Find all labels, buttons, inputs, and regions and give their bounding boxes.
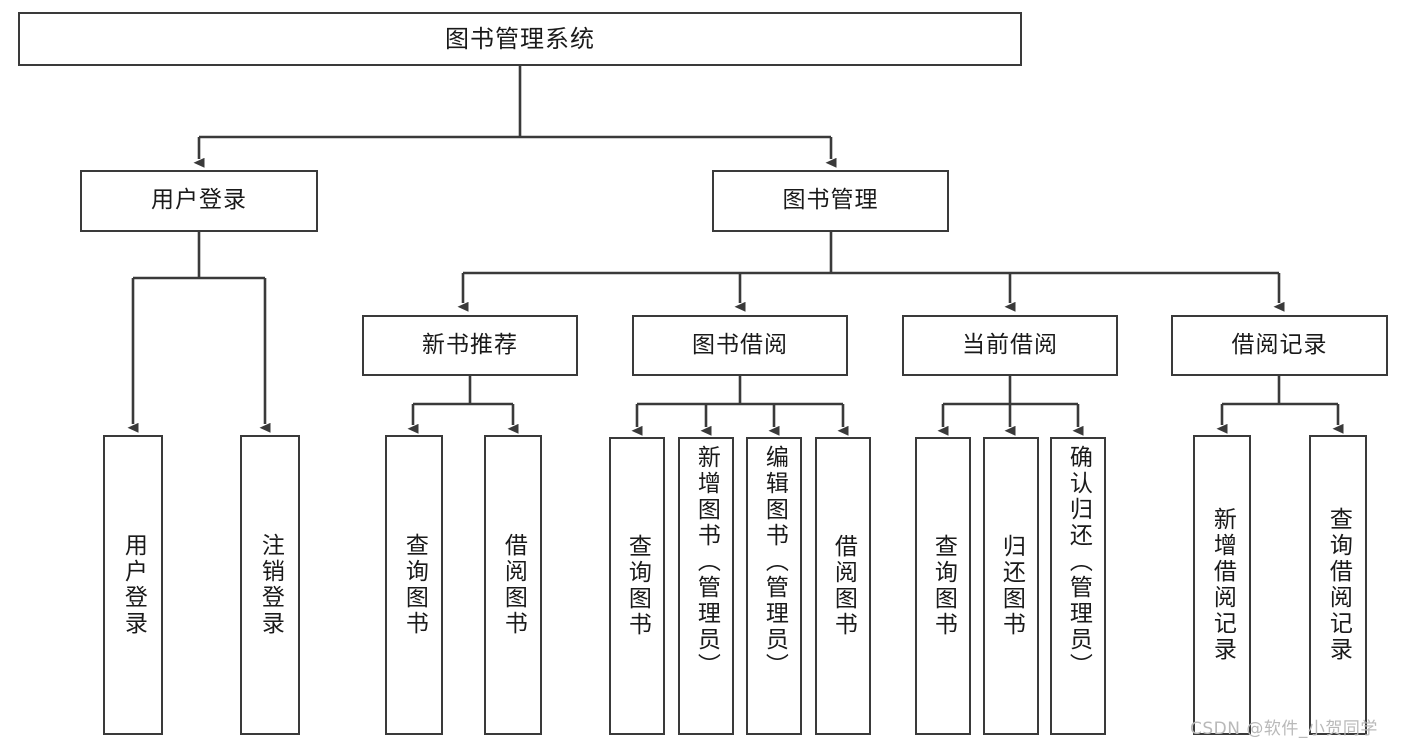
node-label: 新增图书（管理员） <box>693 445 720 679</box>
node-label: 新增借阅记录 <box>1209 507 1236 663</box>
node-root-system[interactable]: 图书管理系统 <box>18 12 1022 66</box>
leaf-add-book-admin[interactable]: 新增图书（管理员） <box>678 437 734 735</box>
node-label: 查询图书 <box>624 534 651 638</box>
leaf-query-book-current[interactable]: 查询图书 <box>915 437 971 735</box>
leaf-logout[interactable]: 注销登录 <box>240 435 300 735</box>
node-user-login[interactable]: 用户登录 <box>80 170 318 232</box>
node-label: 用户登录 <box>120 533 147 637</box>
node-label: 图书借阅 <box>692 331 788 358</box>
leaf-query-book-borrow[interactable]: 查询图书 <box>609 437 665 735</box>
leaf-borrow-book[interactable]: 借阅图书 <box>815 437 871 735</box>
leaf-query-book-recommend[interactable]: 查询图书 <box>385 435 443 735</box>
node-label: 新书推荐 <box>422 331 518 358</box>
leaf-user-login[interactable]: 用户登录 <box>103 435 163 735</box>
node-book-borrow[interactable]: 图书借阅 <box>632 315 848 376</box>
node-label: 查询图书 <box>930 534 957 638</box>
node-label: 借阅记录 <box>1231 331 1328 358</box>
leaf-borrow-book-recommend[interactable]: 借阅图书 <box>484 435 542 735</box>
node-label: 查询借阅记录 <box>1325 507 1352 663</box>
leaf-add-borrow-record[interactable]: 新增借阅记录 <box>1193 435 1251 735</box>
node-label: 借阅图书 <box>830 534 857 638</box>
leaf-query-borrow-record[interactable]: 查询借阅记录 <box>1309 435 1367 735</box>
node-new-book-recommend[interactable]: 新书推荐 <box>362 315 578 376</box>
node-current-borrow[interactable]: 当前借阅 <box>902 315 1118 376</box>
node-label: 用户登录 <box>151 187 247 214</box>
leaf-return-book[interactable]: 归还图书 <box>983 437 1039 735</box>
leaf-confirm-return-admin[interactable]: 确认归还（管理员） <box>1050 437 1106 735</box>
node-label: 查询图书 <box>401 533 428 637</box>
leaf-edit-book-admin[interactable]: 编辑图书（管理员） <box>746 437 802 735</box>
node-label: 借阅图书 <box>500 533 527 637</box>
node-label: 确认归还（管理员） <box>1065 445 1092 679</box>
node-label: 注销登录 <box>257 533 284 637</box>
node-label: 归还图书 <box>998 534 1025 638</box>
node-label: 图书管理 <box>782 187 879 214</box>
node-label: 图书管理系统 <box>445 24 595 53</box>
node-borrow-records[interactable]: 借阅记录 <box>1171 315 1388 376</box>
node-book-management[interactable]: 图书管理 <box>712 170 949 232</box>
node-label: 当前借阅 <box>962 331 1058 358</box>
csdn-watermark: CSDN @软件_小贺同学 <box>1190 719 1378 739</box>
node-label: 编辑图书（管理员） <box>761 445 788 679</box>
